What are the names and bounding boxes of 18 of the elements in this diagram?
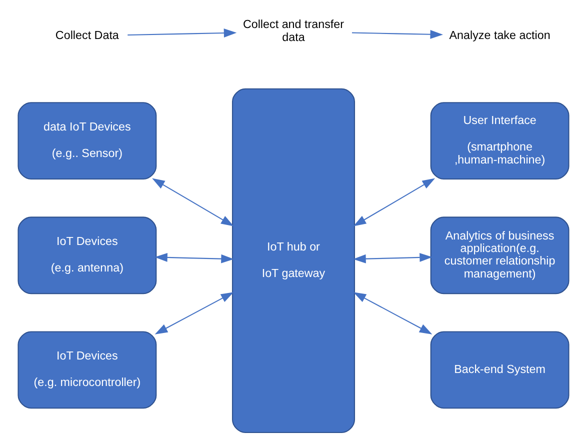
node-text: Analyze take action — [449, 28, 550, 42]
arrow — [128, 28, 237, 38]
node-box: IoT Devices (e.g. antenna) — [18, 216, 157, 294]
arrow — [353, 292, 432, 334]
node-box: User Interface (smartphone ,human-machine) — [430, 102, 570, 180]
node-box: data IoT Devices (e.g.. Sensor) — [18, 102, 157, 180]
node-box: Back-end System — [430, 331, 570, 409]
node-box: IoT Devices (e.g. microcontroller) — [18, 331, 157, 409]
arrow — [154, 252, 234, 264]
arrow — [352, 30, 443, 39]
node-text: Collect Data — [55, 28, 119, 42]
node-box: IoT hub or IoT gateway — [232, 88, 356, 434]
node-text: Collect and transfer data — [242, 18, 344, 44]
node-box: Analytics of business application(e.g. customer relationship management) — [430, 216, 570, 294]
arrow — [353, 252, 432, 264]
arrow — [154, 292, 234, 334]
arrow — [152, 178, 234, 226]
arrow — [353, 178, 436, 226]
